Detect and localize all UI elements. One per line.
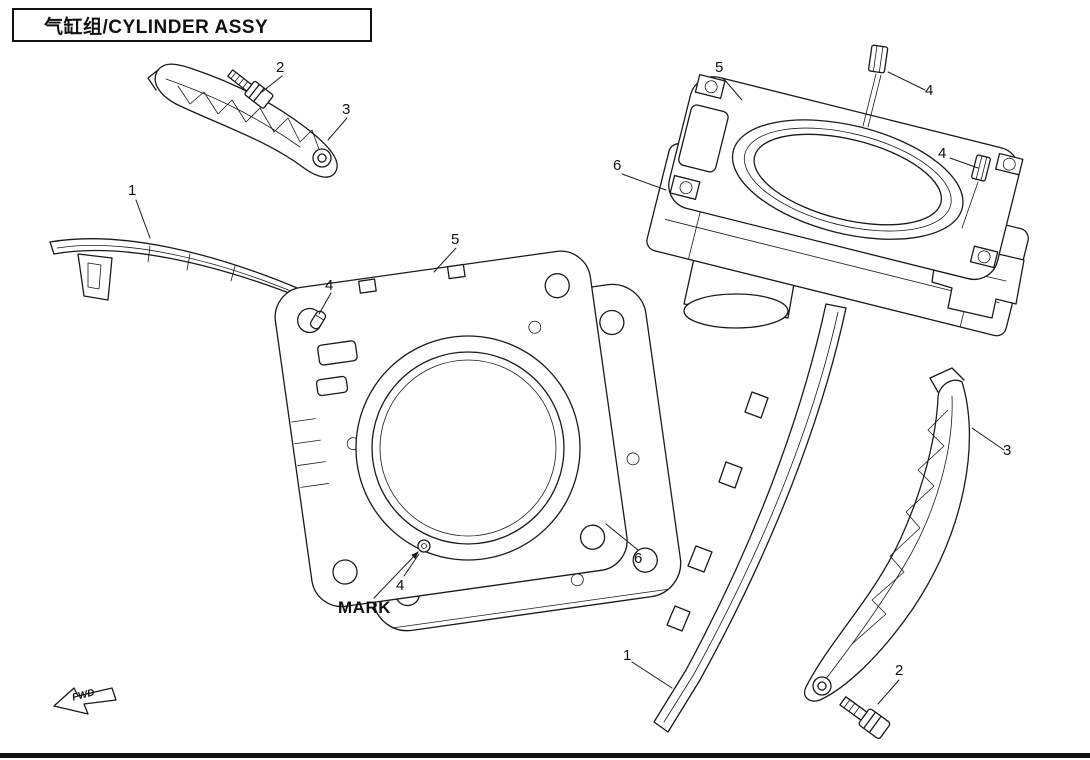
part-tensioner-guide-right: [804, 367, 971, 702]
callout-label: 4: [938, 145, 947, 162]
title-block: 气缸组/CYLINDER ASSY: [12, 8, 372, 42]
mark-label: MARK: [338, 598, 391, 617]
part-dowel-pin: [309, 310, 327, 330]
callout-label: 4: [325, 277, 334, 294]
callout-label: 6: [613, 157, 622, 174]
part-tensioner-guide-upper: [147, 63, 338, 178]
part-cylinder-block: [274, 250, 682, 632]
part-chain-rail-long: [653, 303, 847, 733]
callout-label: 4: [396, 577, 405, 594]
callout-label: 2: [895, 662, 904, 679]
callout-label: 3: [1003, 442, 1012, 459]
part-cylinder-top-assy: [646, 44, 1029, 337]
callout-label: 6: [634, 550, 643, 567]
part-guide-bolt-upper: [227, 69, 274, 109]
callout-label: 2: [276, 59, 285, 76]
bottom-rule: [0, 753, 1090, 758]
callout-label: 1: [623, 647, 632, 664]
callout-label: 1: [128, 182, 137, 199]
fwd-arrow: [53, 687, 117, 715]
part-chain-rail-left: [49, 238, 312, 305]
leader-lines: [135, 71, 1005, 705]
callout-label: 5: [715, 59, 724, 76]
part-guide-bolt-lower: [839, 696, 891, 739]
callout-label: 5: [451, 231, 460, 248]
callout-label: 3: [342, 101, 351, 118]
callout-label: 4: [925, 82, 934, 99]
page-title: 气缸组/CYLINDER ASSY: [44, 16, 269, 38]
